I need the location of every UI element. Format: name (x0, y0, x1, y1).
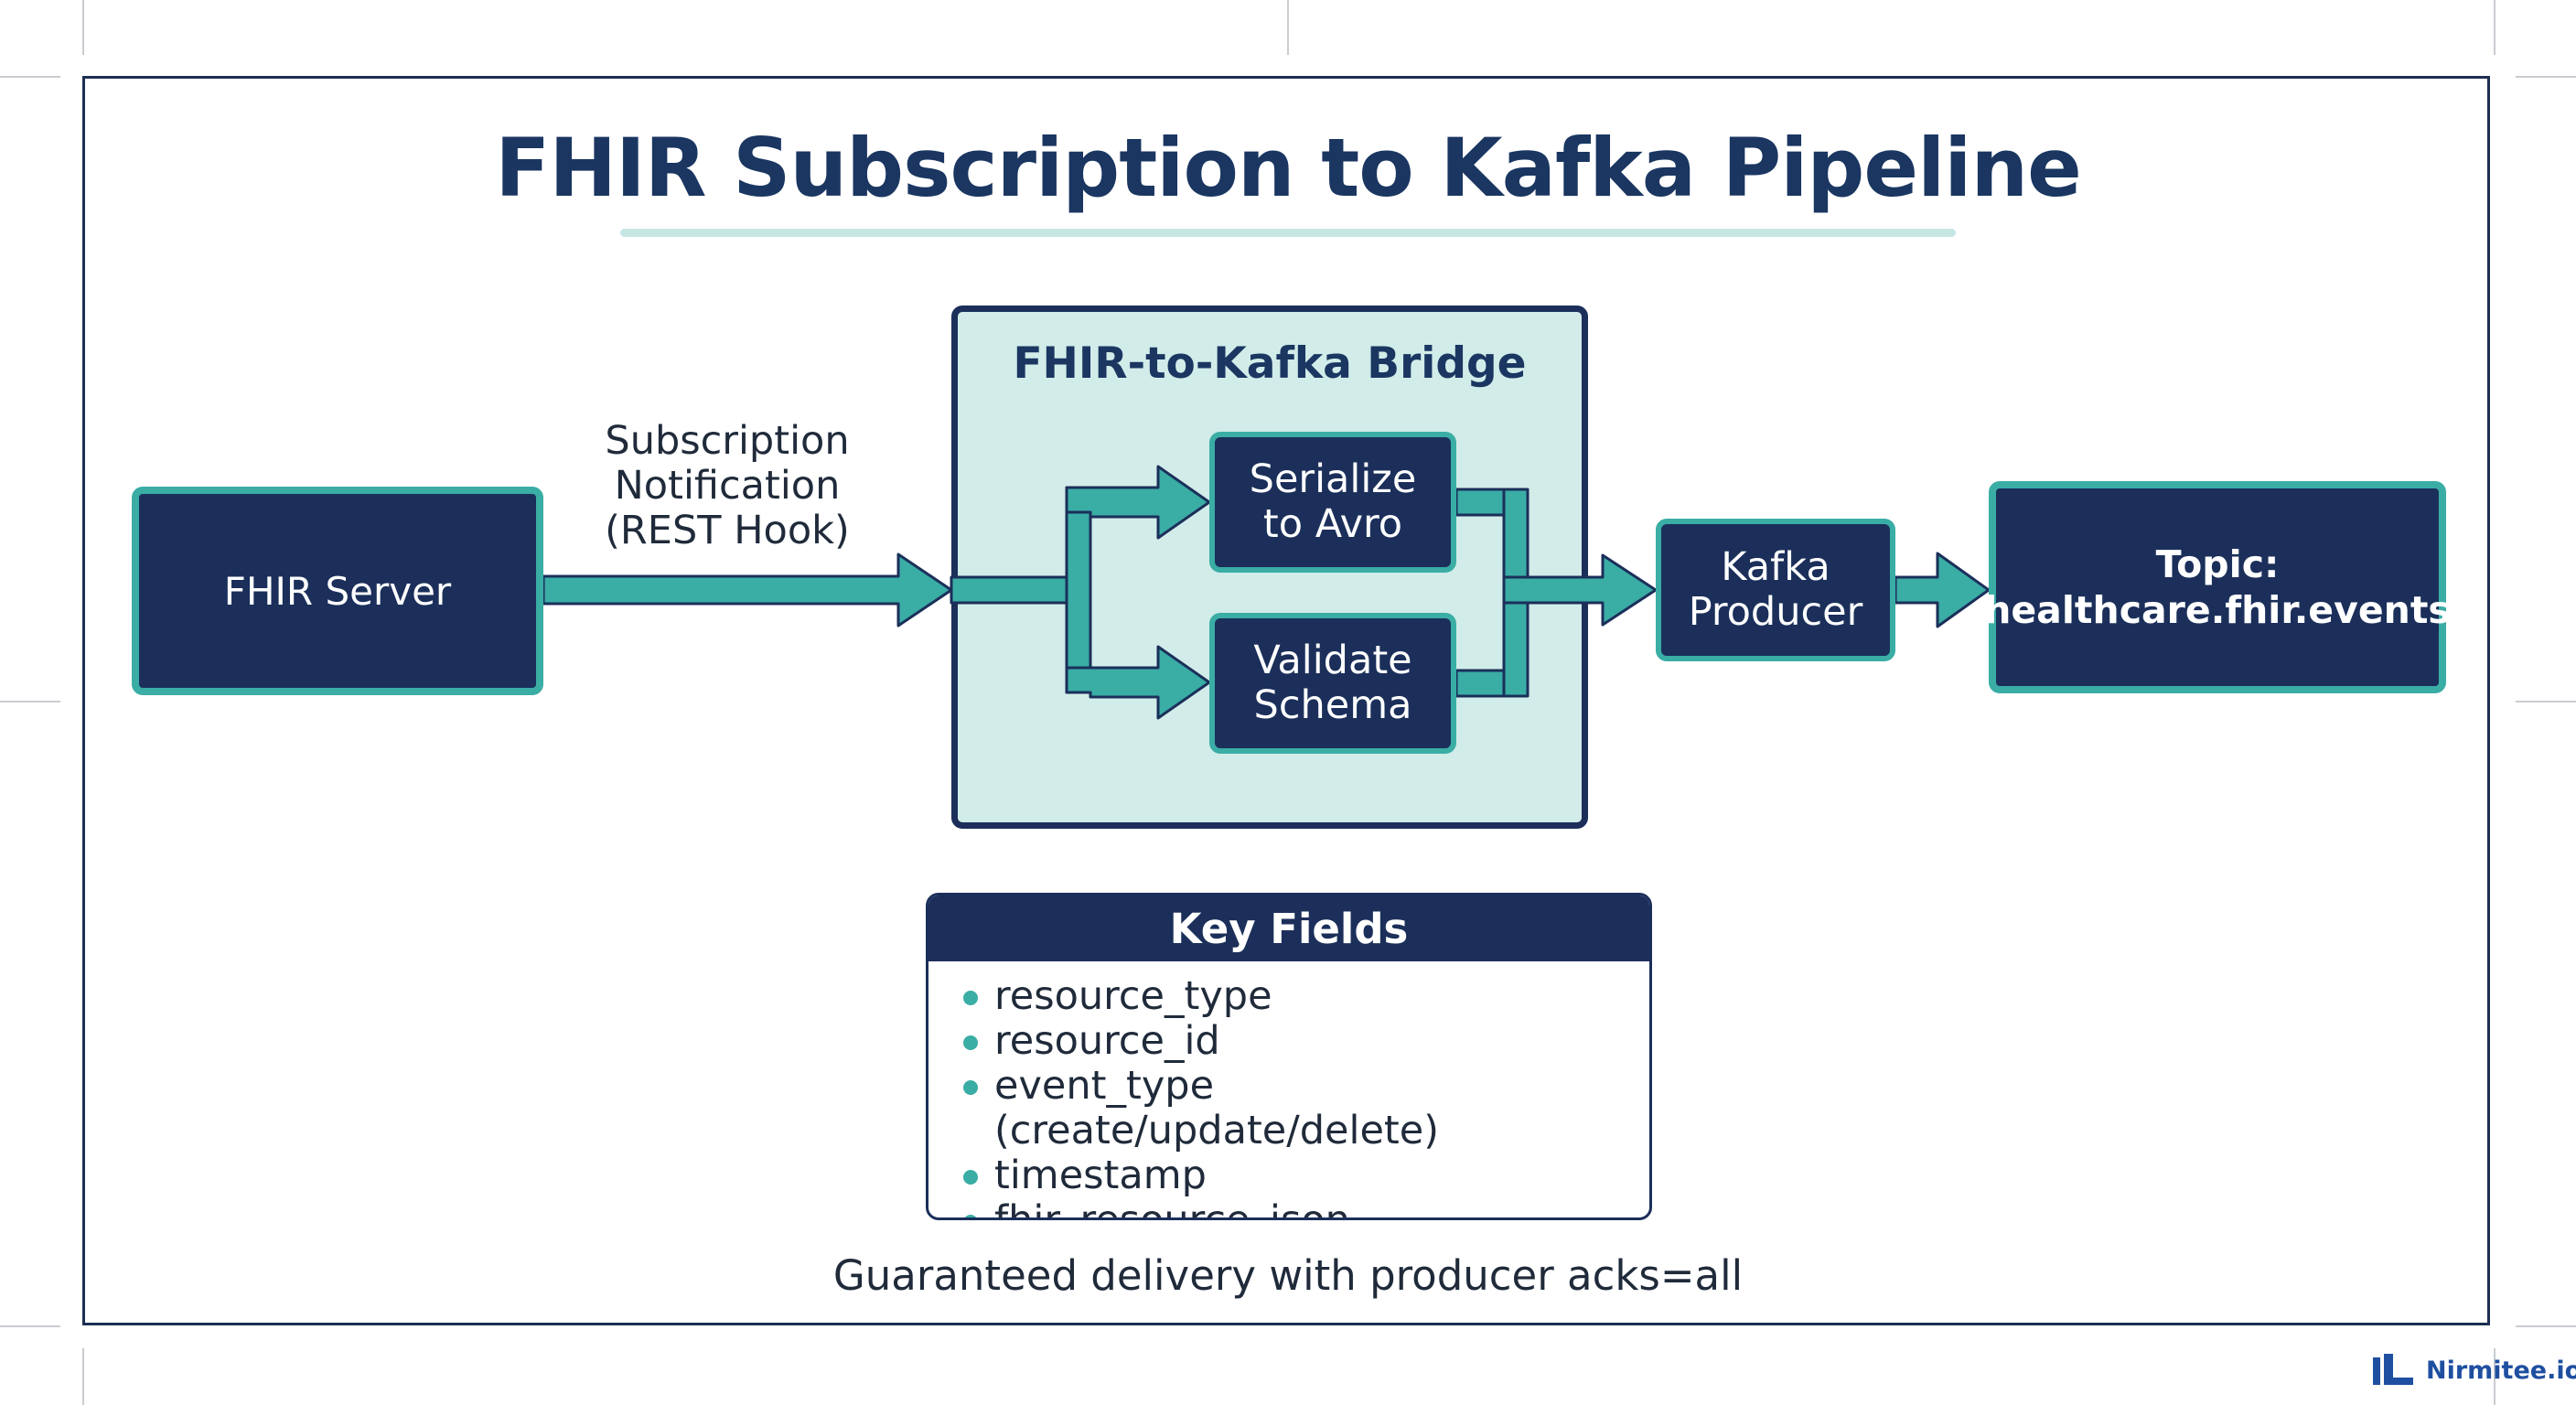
arrow-kafka-to-topic (1894, 552, 1991, 628)
footnote: Guaranteed delivery with producer acks=a… (832, 1251, 1744, 1300)
crop-mark (0, 76, 60, 78)
kafka-producer-node: Kafka Producer (1656, 519, 1895, 661)
serialize-label: Serialize to Avro (1249, 456, 1417, 547)
diagram-frame (82, 76, 2490, 1325)
list-item: fhir_resource_json (963, 1198, 1649, 1217)
fhir-server-node: FHIR Server (132, 487, 543, 695)
validate-label: Validate Schema (1253, 638, 1412, 728)
key-fields-list: resource_type resource_id event_type (cr… (928, 961, 1649, 1217)
serialize-node: Serialize to Avro (1209, 432, 1456, 573)
brand-name: Nirmitee.io (2426, 1356, 2576, 1385)
crop-mark (2494, 0, 2496, 55)
bridge-title: FHIR-to-Kafka Bridge (1013, 338, 1527, 389)
arrow-to-kafka (1502, 553, 1658, 627)
nirmitee-logo-icon (2373, 1354, 2413, 1385)
page-title: FHIR Subscription to Kafka Pipeline (495, 121, 2082, 215)
brand: Nirmitee.io (2373, 1352, 2576, 1389)
fhir-server-label: FHIR Server (223, 568, 452, 614)
key-fields-panel: Key Fields resource_type resource_id eve… (926, 893, 1652, 1220)
connector-split-trunk (1065, 486, 1092, 694)
arrow-server-to-bridge (542, 552, 953, 627)
crop-mark (82, 0, 84, 55)
crop-mark (2494, 1348, 2496, 1405)
list-item: event_type (create/update/delete) (963, 1064, 1649, 1153)
validate-node: Validate Schema (1209, 613, 1456, 754)
key-fields-title: Key Fields (928, 896, 1649, 961)
crop-mark (2516, 701, 2576, 702)
list-item: resource_type (963, 974, 1649, 1019)
kafka-producer-label: Kafka Producer (1688, 544, 1863, 635)
arrow-to-serialize (1065, 465, 1211, 540)
topic-label: Topic: healthcare.fhir.events (1984, 542, 2451, 632)
crop-mark (0, 701, 60, 702)
crop-mark (0, 1325, 60, 1327)
topic-node: Topic: healthcare.fhir.events (1984, 481, 2451, 693)
list-item: timestamp (963, 1153, 1649, 1198)
crop-mark (1287, 0, 1289, 55)
arrow-to-validate (1065, 645, 1211, 720)
crop-mark (2516, 1325, 2576, 1327)
title-underline (620, 229, 1956, 237)
subscription-label: Subscription Notification (REST Hook) (605, 418, 850, 553)
crop-mark (82, 1348, 84, 1405)
crop-mark (2516, 76, 2576, 78)
list-item: resource_id (963, 1019, 1649, 1064)
